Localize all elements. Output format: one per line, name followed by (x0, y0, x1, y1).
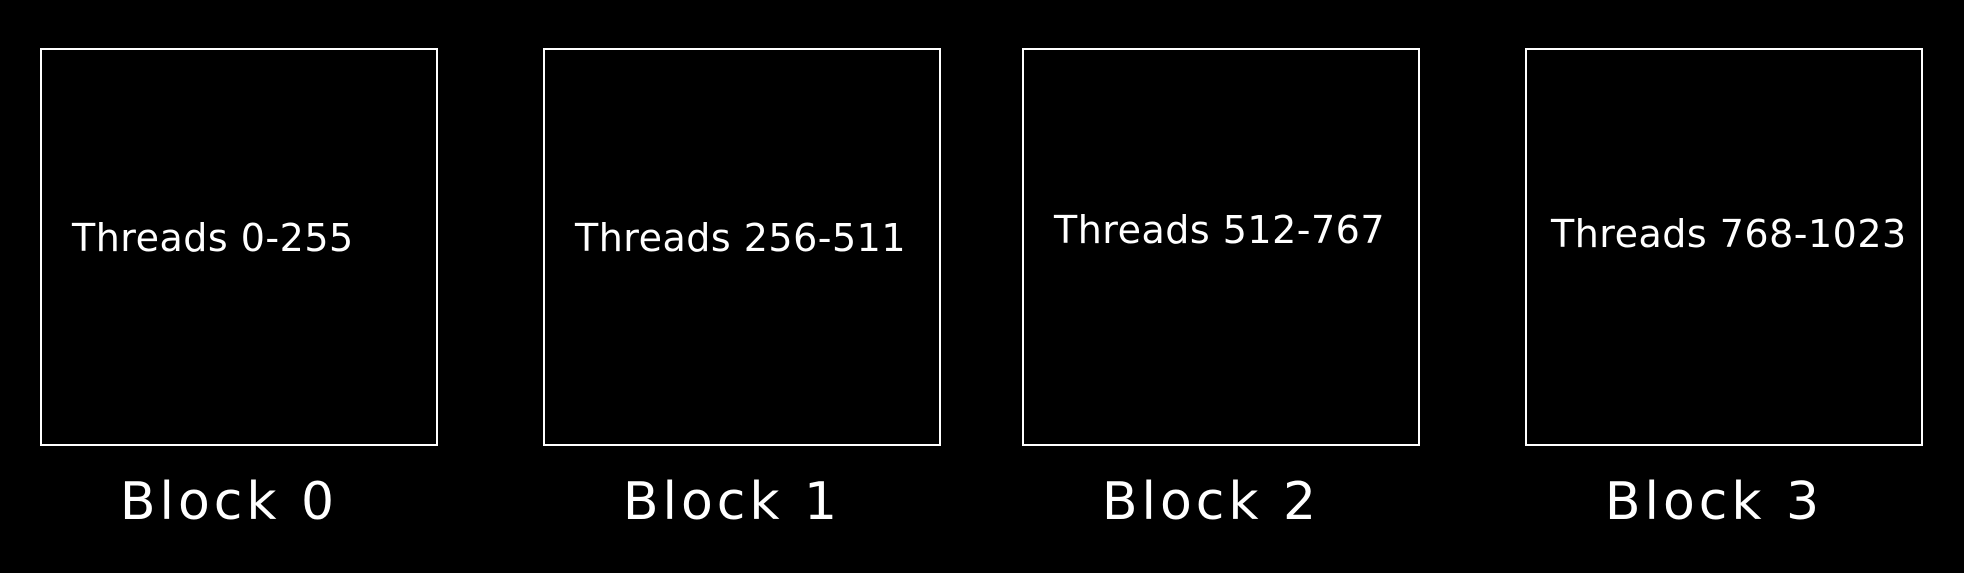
block-box-3: Threads 768-1023 (1525, 48, 1923, 446)
threads-range-label-3: Threads 768-1023 (1551, 212, 1907, 256)
block-box-0: Threads 0-255 (40, 48, 438, 446)
block-label-2: Block 2 (1101, 472, 1321, 532)
block-label-3: Block 3 (1604, 472, 1824, 532)
threads-range-label-2: Threads 512-767 (1054, 208, 1386, 252)
block-label-0: Block 0 (119, 472, 339, 532)
block-box-2: Threads 512-767 (1022, 48, 1420, 446)
threads-range-label-0: Threads 0-255 (72, 216, 354, 260)
block-label-1: Block 1 (622, 472, 842, 532)
block-box-1: Threads 256-511 (543, 48, 941, 446)
threads-range-label-1: Threads 256-511 (575, 216, 907, 260)
